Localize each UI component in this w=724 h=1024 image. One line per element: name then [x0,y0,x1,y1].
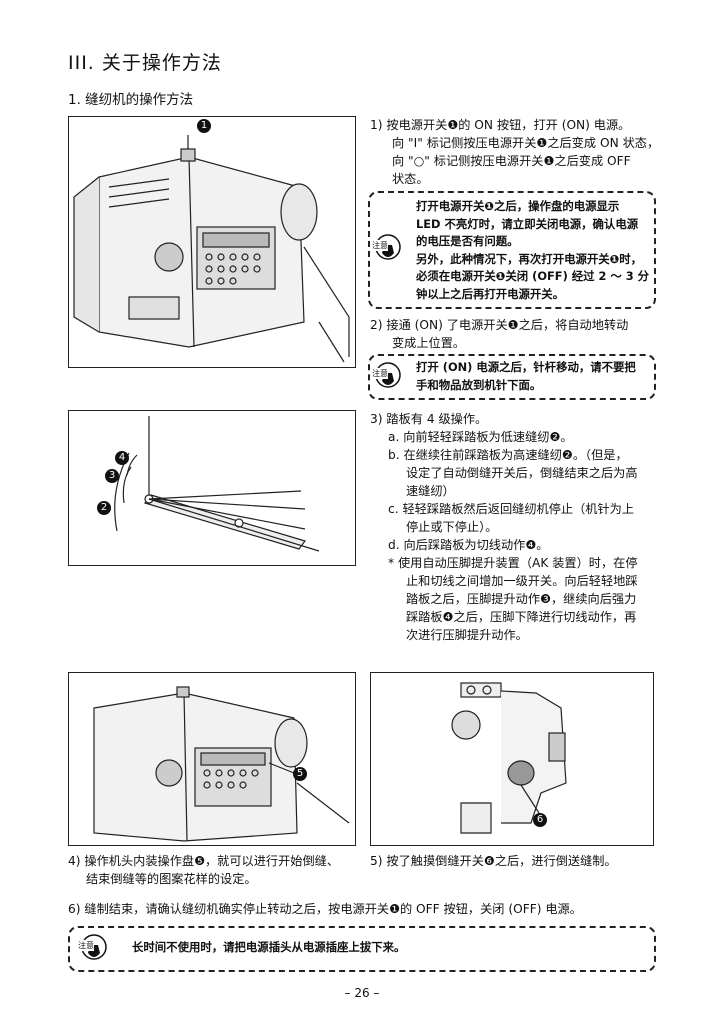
step-3-line: 踏板之后，压脚提升动作❸，继续向后强力 [406,592,637,606]
callout-5-label: 5 [296,768,304,779]
callout-6-label: 6 [536,814,544,825]
caution-1-line: 另外，此种情况下，再次打开电源开关❶时， [416,251,643,266]
reverse-switch-drawing [451,682,567,834]
step-3-line: 踩踏板❹之后，压脚下降进行切线动作，再 [406,610,637,624]
figure-operation-panel: 5 [68,672,356,846]
caution-1-line: LED 不亮灯时，请立即关闭电源，确认电源 [416,216,639,231]
step-2: 2) 接通 (ON) 了电源开关❶之后，将自动地转动 变成上位置。 [370,316,670,352]
caution-1-text: 打开电源开关❶之后，操作盘的电源显示 LED 不亮灯时，请立即关闭电源，确认电源… [416,198,652,303]
caution-icon-label: 注意 [78,940,94,951]
figure-pedal: 4 3 2 [68,410,356,566]
step-3-line: * 使用自动压脚提升装置（AK 装置）时，在停 [388,556,638,570]
step-4-line: 4) 操作机头内装操作盘❺，就可以进行开始倒缝、 [68,854,340,868]
caution-1-line: 的电压是否有问题。 [416,234,519,248]
step-3-line: b. 在继续往前踩踏板为高速缝纫❷。（但是， [388,448,628,462]
step-1-line: 状态。 [392,172,429,186]
callout-2-label: 2 [100,502,108,513]
caution-2-line: 打开 (ON) 电源之后，针杆移动，请不要把 [416,360,636,374]
caution-2-text: 打开 (ON) 电源之后，针杆移动，请不要把 手和物品放到机针下面。 [416,359,652,394]
step-3-line: c. 轻轻踩踏板然后返回缝纫机停止（机针为上 [388,502,635,516]
step-2-line: 2) 接通 (ON) 了电源开关❶之后，将自动地转动 [370,318,629,332]
subsection-title: 1. 缝纫机的操作方法 [68,92,194,108]
section-title: III. 关于操作方法 [68,52,222,74]
figure-reverse-switch: 6 [370,672,654,846]
caution-1-line: 打开电源开关❶之后，操作盘的电源显示 [416,199,620,213]
step-6-line: 6) 缝制结束，请确认缝纫机确实停止转动之后，按电源开关❶的 OFF 按钮，关闭… [68,902,582,916]
caution-icon: 注意 [372,231,402,265]
step-1-line: 1) 按电源开关❶的 ON 按钮，打开 (ON) 电源。 [370,118,631,132]
step-5: 5) 按了触摸倒缝开关❻之后，进行倒送缝制。 [370,852,660,870]
step-3-line: 速缝纫） [406,484,455,498]
step-1-line: 向 "I" 标记侧按压电源开关❶之后变成 ON 状态， [392,136,660,150]
step-1-line: 向 "○" 标记侧按压电源开关❶之后变成 OFF [392,154,631,168]
caution-icon: 注意 [78,931,108,965]
step-5-line: 5) 按了触摸倒缝开关❻之后，进行倒送缝制。 [370,854,617,868]
callout-1-label: 1 [200,120,208,131]
caution-box-2: 注意 打开 (ON) 电源之后，针杆移动，请不要把 手和物品放到机针下面。 [368,354,656,400]
step-6: 6) 缝制结束，请确认缝纫机确实停止转动之后，按电源开关❶的 OFF 按钮，关闭… [68,900,668,918]
step-3-line: 停止或下停止）。 [406,520,498,534]
step-3: 3) 踏板有 4 级操作。 a. 向前轻轻踩踏板为低速缝纫❷。 b. 在继续往前… [370,410,670,644]
page-number: – 26 – [344,986,380,1000]
callout-3-marker: 3 [105,469,119,483]
caution-box-3: 注意 长时间不使用时，请把电源插头从电源插座上拔下来。 [68,926,656,972]
caution-1-line: 必须在电源开关❶关闭 (OFF) 经过 2 ～ 3 分 [416,269,650,283]
caution-icon: 注意 [372,359,402,393]
step-3-line: 次进行压脚提升动作。 [406,628,528,642]
callout-6-marker: 6 [533,813,547,827]
caution-box-1: 注意 打开电源开关❶之后，操作盘的电源显示 LED 不亮灯时，请立即关闭电源，确… [368,191,656,309]
caution-2-line: 手和物品放到机针下面。 [416,377,542,392]
caution-3-text: 长时间不使用时，请把电源插头从电源插座上拔下来。 [132,939,632,957]
step-3-line: d. 向后踩踏板为切线动作❹。 [388,538,549,552]
step-3-line: 止和切线之间增加一级开关。向后轻轻地踩 [406,574,638,588]
machine-head-drawing [73,135,350,363]
step-2-line: 变成上位置。 [392,336,466,350]
caution-icon-label: 注意 [372,368,388,379]
step-4: 4) 操作机头内装操作盘❺，就可以进行开始倒缝、 结束倒缝等的图案花样的设定。 [68,852,368,888]
step-3-line: 设定了自动倒缝开关后，倒缝结束之后为高 [406,466,638,480]
caution-1-line: 钟以上之后再打开电源开关。 [416,286,565,301]
figure-power-switch: 1 [68,116,356,368]
step-3-line: a. 向前轻轻踩踏板为低速缝纫❷。 [388,430,573,444]
callout-2-marker: 2 [97,501,111,515]
step-4-line: 结束倒缝等的图案花样的设定。 [86,872,257,886]
pedal-drawing [114,416,320,552]
callout-4-label: 4 [118,452,126,463]
callout-1-marker: 1 [197,119,211,133]
caution-icon-label: 注意 [372,240,388,251]
panel-drawing [93,686,350,842]
caution-3-line: 长时间不使用时，请把电源插头从电源插座上拔下来。 [132,940,406,954]
step-3-line: 3) 踏板有 4 级操作。 [370,412,488,426]
callout-5-marker: 5 [293,767,307,781]
callout-4-marker: 4 [115,451,129,465]
callout-3-label: 3 [108,470,116,481]
step-1: 1) 按电源开关❶的 ON 按钮，打开 (ON) 电源。 向 "I" 标记侧按压… [370,116,670,188]
